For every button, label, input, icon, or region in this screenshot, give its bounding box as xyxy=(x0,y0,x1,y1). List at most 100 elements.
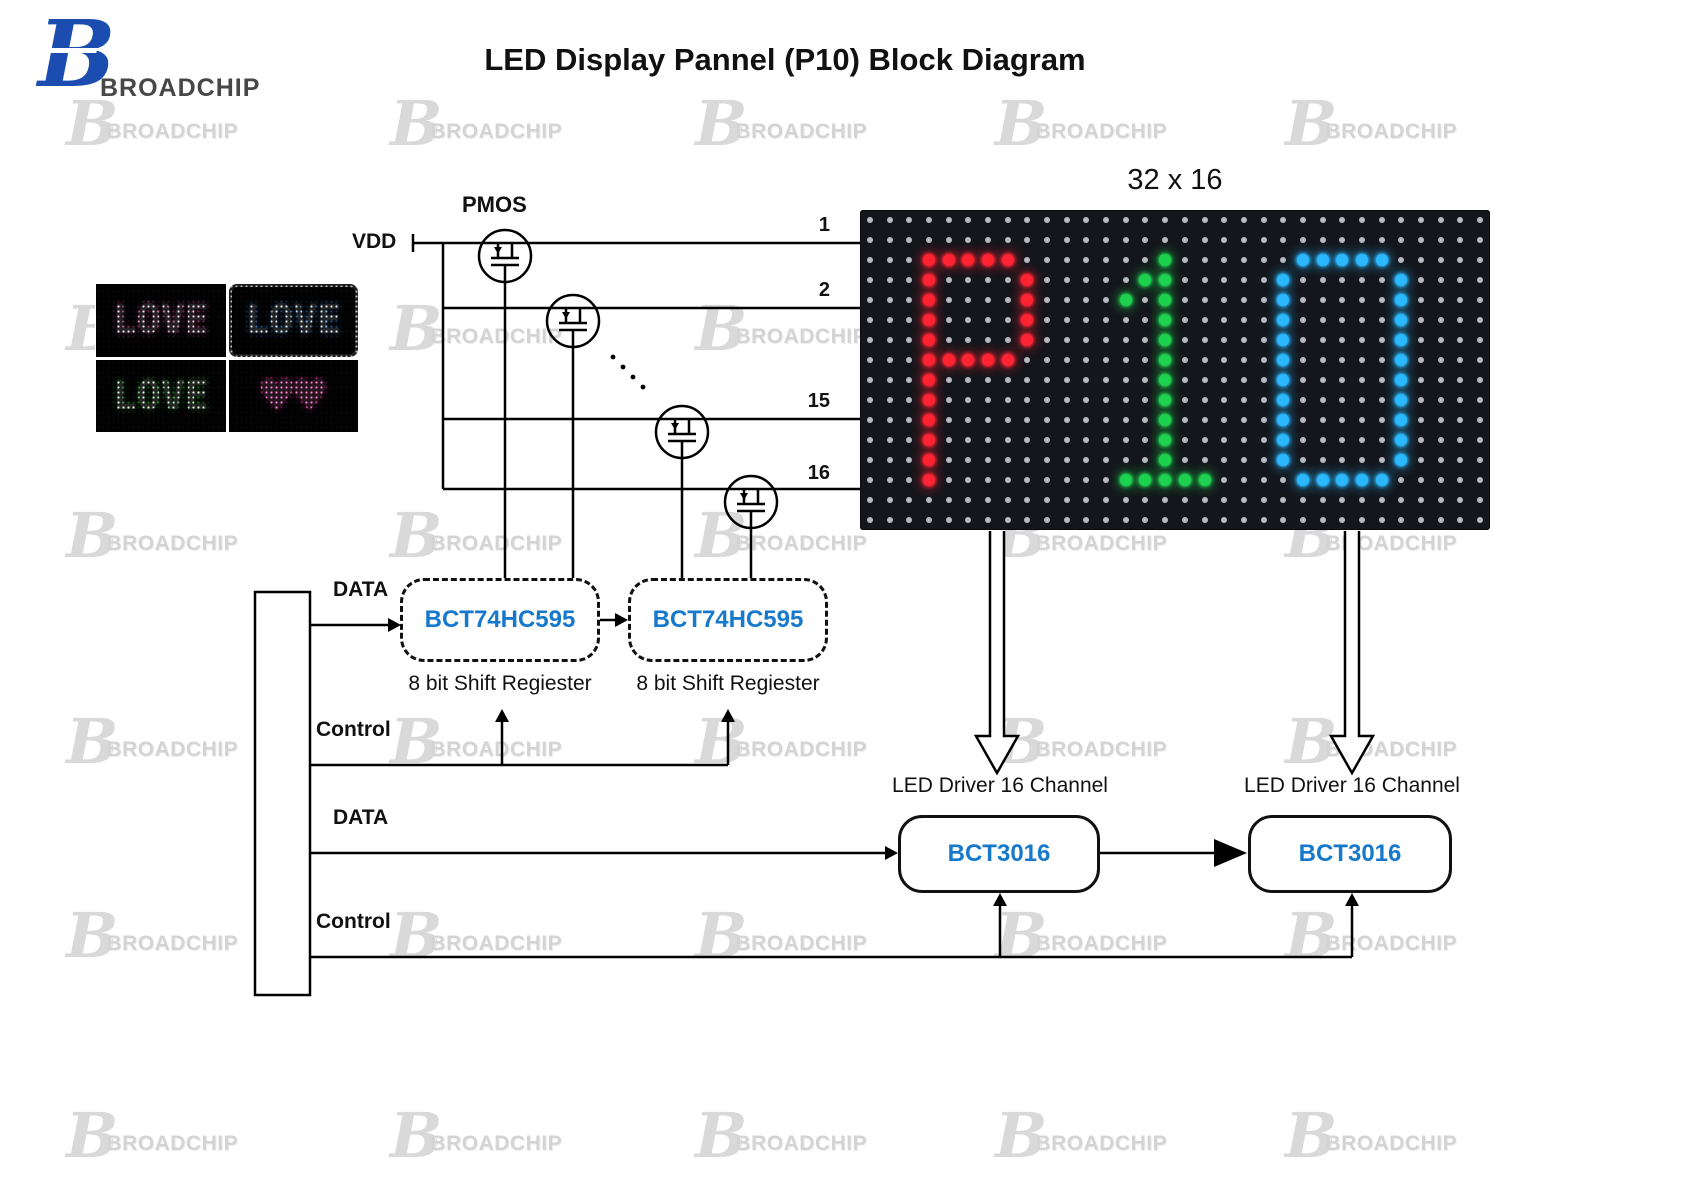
row-label-1: 1 xyxy=(818,214,830,236)
led-dot-lit xyxy=(1375,474,1388,486)
led-dot-off xyxy=(1044,417,1051,423)
led-dot-off xyxy=(1004,277,1011,283)
led-dot-lit xyxy=(981,354,994,366)
led-dot-off xyxy=(945,477,952,483)
led-dot-off xyxy=(1162,517,1169,523)
led-dot-off xyxy=(1181,317,1188,323)
led-dot-off xyxy=(1221,317,1228,323)
led-dot-off xyxy=(1044,437,1051,443)
led-dot-off xyxy=(1201,397,1208,403)
led-dot-off xyxy=(1201,437,1208,443)
led-dot-off xyxy=(1378,317,1385,323)
led-dot-off xyxy=(1181,417,1188,423)
led-dot-off xyxy=(1477,337,1484,343)
led-dot-off xyxy=(1260,457,1267,463)
led-dot-off xyxy=(1004,517,1011,523)
led-dot-off xyxy=(1477,377,1484,383)
led-dot-off xyxy=(1044,257,1051,263)
led-dot-off xyxy=(1359,377,1366,383)
led-dot-off xyxy=(1142,397,1149,403)
led-dot-off xyxy=(1181,217,1188,223)
led-dot-off xyxy=(1437,317,1444,323)
led-dot-off xyxy=(1457,337,1464,343)
led-dot-lit xyxy=(1395,414,1408,426)
page-title: LED Display Pannel (P10) Block Diagram xyxy=(484,42,1086,77)
led-dot-off xyxy=(1437,297,1444,303)
led-dot-off xyxy=(1398,497,1405,503)
led-dot-off xyxy=(886,277,893,283)
led-dot-off xyxy=(945,297,952,303)
led-dot-off xyxy=(1103,217,1110,223)
led-dot-lit xyxy=(922,474,935,486)
led-dot-off xyxy=(866,357,873,363)
led-dot-off xyxy=(1024,517,1031,523)
led-dot-off xyxy=(1221,257,1228,263)
led-dot-off xyxy=(1024,237,1031,243)
led-dot-off xyxy=(984,397,991,403)
led-dot-off xyxy=(1457,437,1464,443)
led-dot-off xyxy=(1418,217,1425,223)
led-dot-off xyxy=(1359,417,1366,423)
led-dot-off xyxy=(945,377,952,383)
led-dot-off xyxy=(945,217,952,223)
led-dot-off xyxy=(1103,497,1110,503)
led-dot-off xyxy=(1299,337,1306,343)
led-dot-off xyxy=(1280,497,1287,503)
led-dot-off xyxy=(1378,517,1385,523)
driver-caption-1: LED Driver 16 Channel xyxy=(892,774,1108,797)
led-dot-off xyxy=(1142,417,1149,423)
logo-wordmark: BROADCHIP xyxy=(100,74,260,102)
led-dot-off xyxy=(1418,297,1425,303)
led-dot-off xyxy=(1122,277,1129,283)
chip-label: BCT3016 xyxy=(947,840,1051,867)
led-dot-lit xyxy=(1277,354,1290,366)
led-dot-off xyxy=(1378,377,1385,383)
led-dot-lit xyxy=(1159,314,1172,326)
led-dot-off xyxy=(1378,277,1385,283)
led-dot-lit xyxy=(1159,434,1172,446)
led-dot-off xyxy=(1142,217,1149,223)
led-dot-off xyxy=(1339,277,1346,283)
led-dot-lit xyxy=(1159,354,1172,366)
data-bottom-label: DATA xyxy=(333,806,389,829)
bus-connector xyxy=(253,590,312,997)
led-dot-off xyxy=(1044,397,1051,403)
led-dot-off xyxy=(1103,257,1110,263)
led-dot-off xyxy=(886,477,893,483)
led-dot-off xyxy=(1437,337,1444,343)
led-dot-off xyxy=(1004,377,1011,383)
led-dot-off xyxy=(1437,277,1444,283)
led-dot-off xyxy=(965,417,972,423)
led-dot-off xyxy=(1004,497,1011,503)
led-dot-off xyxy=(945,397,952,403)
led-dot-off xyxy=(1024,397,1031,403)
led-dot-off xyxy=(1004,217,1011,223)
led-dot-off xyxy=(1142,377,1149,383)
led-dot-off xyxy=(1004,237,1011,243)
arrowhead-icon xyxy=(885,846,898,860)
led-dot-off xyxy=(1359,397,1366,403)
led-dot-off xyxy=(1477,477,1484,483)
led-dot-off xyxy=(1398,217,1405,223)
arrowhead-icon xyxy=(993,893,1007,906)
led-dot-off xyxy=(1299,277,1306,283)
logo-b-mark: B xyxy=(35,6,116,106)
led-dot-off xyxy=(1201,457,1208,463)
led-dot-off xyxy=(1221,217,1228,223)
led-dot-lit xyxy=(1356,254,1369,266)
logo-stripe xyxy=(44,48,98,53)
led-dot-off xyxy=(1378,497,1385,503)
led-dot-off xyxy=(1299,317,1306,323)
led-dot-off xyxy=(1260,357,1267,363)
led-dot-off xyxy=(1221,417,1228,423)
led-dot-off xyxy=(1418,377,1425,383)
led-dot-off xyxy=(1457,377,1464,383)
led-dot-off xyxy=(1437,517,1444,523)
led-dot-off xyxy=(1398,237,1405,243)
led-dot-off xyxy=(1280,477,1287,483)
led-dot-off xyxy=(945,497,952,503)
led-dot-off xyxy=(1122,417,1129,423)
led-dot-off xyxy=(1457,417,1464,423)
led-dot-lit xyxy=(942,354,955,366)
led-dot-off xyxy=(1024,377,1031,383)
